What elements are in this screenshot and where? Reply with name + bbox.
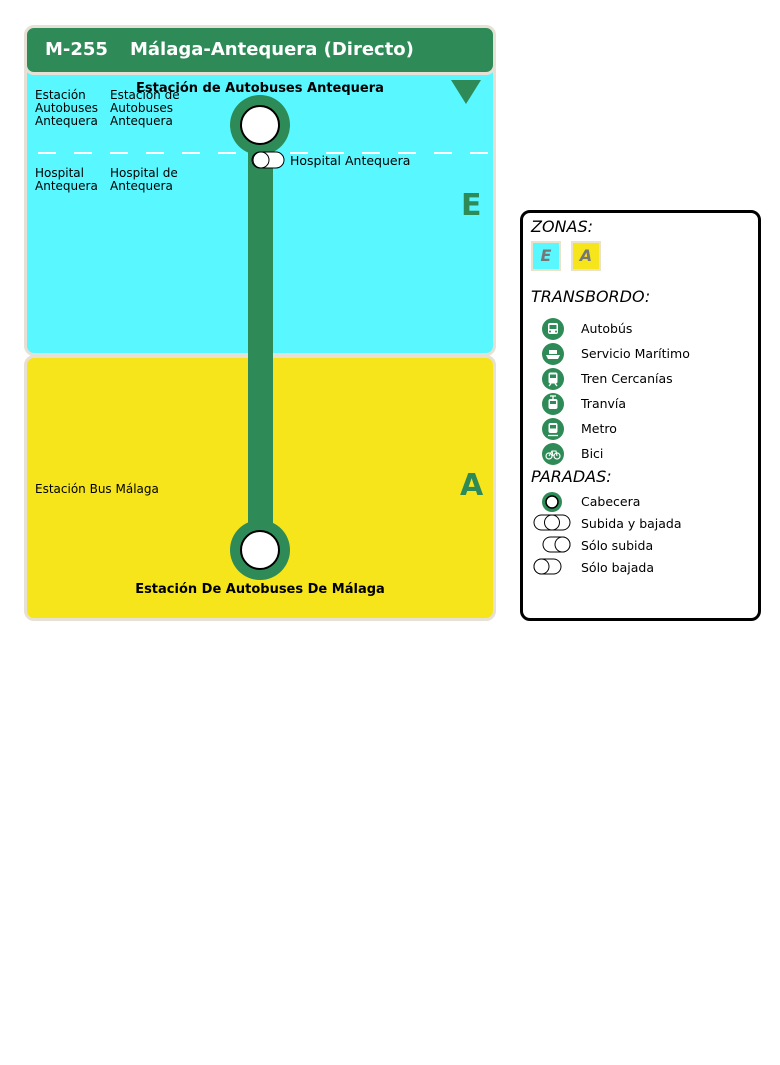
stop-label-hospital: Hospital Antequera (290, 153, 410, 168)
legend-transbordo-label: Tranvía (581, 396, 627, 411)
legend-parada-label: Sólo subida (581, 538, 654, 553)
route-header: M-255 Málaga-Antequera (Directo) (24, 25, 496, 75)
subida-bajada-stop-icon (533, 514, 571, 531)
legend-parada-label: Cabecera (581, 494, 641, 509)
legend-zone-e-swatch: E (531, 241, 561, 271)
route-title: Málaga-Antequera (Directo) (129, 39, 414, 60)
bus-icon (542, 318, 564, 340)
legend-parada-label: Subida y bajada (581, 516, 682, 531)
legend-paradas-title: PARADAS: (531, 467, 612, 486)
direction-arrow-icon (451, 80, 481, 104)
stop-hospital-antequera[interactable] (251, 151, 285, 169)
legend-zone-a-swatch: A (571, 241, 601, 271)
route-line (248, 125, 273, 550)
metro-icon (542, 418, 564, 440)
side-label-col1-bottom: Estación Bus Málaga (35, 482, 159, 496)
legend-transbordo-label: Autobús (581, 321, 633, 336)
tram-icon (542, 393, 564, 415)
zone-e-label: E (461, 188, 482, 223)
solo-subida-stop-icon (542, 536, 571, 553)
stop-cabecera-bottom[interactable] (230, 520, 290, 580)
train-icon (542, 368, 564, 390)
solo-bajada-stop-icon (533, 558, 562, 575)
legend-parada-label: Sólo bajada (581, 560, 654, 575)
stop-cabecera-top[interactable] (230, 95, 290, 155)
stop-label-bottom: Estación De Autobuses De Málaga (135, 582, 385, 597)
route-code: M-255 (45, 39, 108, 60)
legend-panel: ZONAS: E A TRANSBORDO: Autobús Servicio … (520, 210, 761, 621)
route-diagram: Estación de Autobuses Antequera Hospital… (38, 80, 490, 597)
side-label-col1-mid: Hospital Antequera (35, 166, 98, 193)
legend-transbordo-label: Metro (581, 421, 617, 436)
side-label-col2-mid: Hospital de Antequera (110, 166, 178, 193)
bike-icon (542, 443, 564, 465)
legend-zonas-title: ZONAS: (531, 217, 594, 236)
side-label-col1-top: Estación Autobuses Antequera (35, 88, 98, 128)
legend-transbordo-title: TRANSBORDO: (531, 287, 651, 306)
zone-a-label: A (460, 468, 484, 503)
cabecera-stop-icon (542, 492, 562, 512)
boat-icon (542, 343, 564, 365)
side-label-col2-top: Estación de Autobuses Antequera (110, 88, 180, 128)
legend-transbordo-label: Tren Cercanías (581, 371, 673, 386)
legend-transbordo-label: Servicio Marítimo (581, 346, 690, 361)
legend-transbordo-label: Bici (581, 446, 604, 461)
stop-label-top: Estación de Autobuses Antequera (136, 81, 384, 96)
